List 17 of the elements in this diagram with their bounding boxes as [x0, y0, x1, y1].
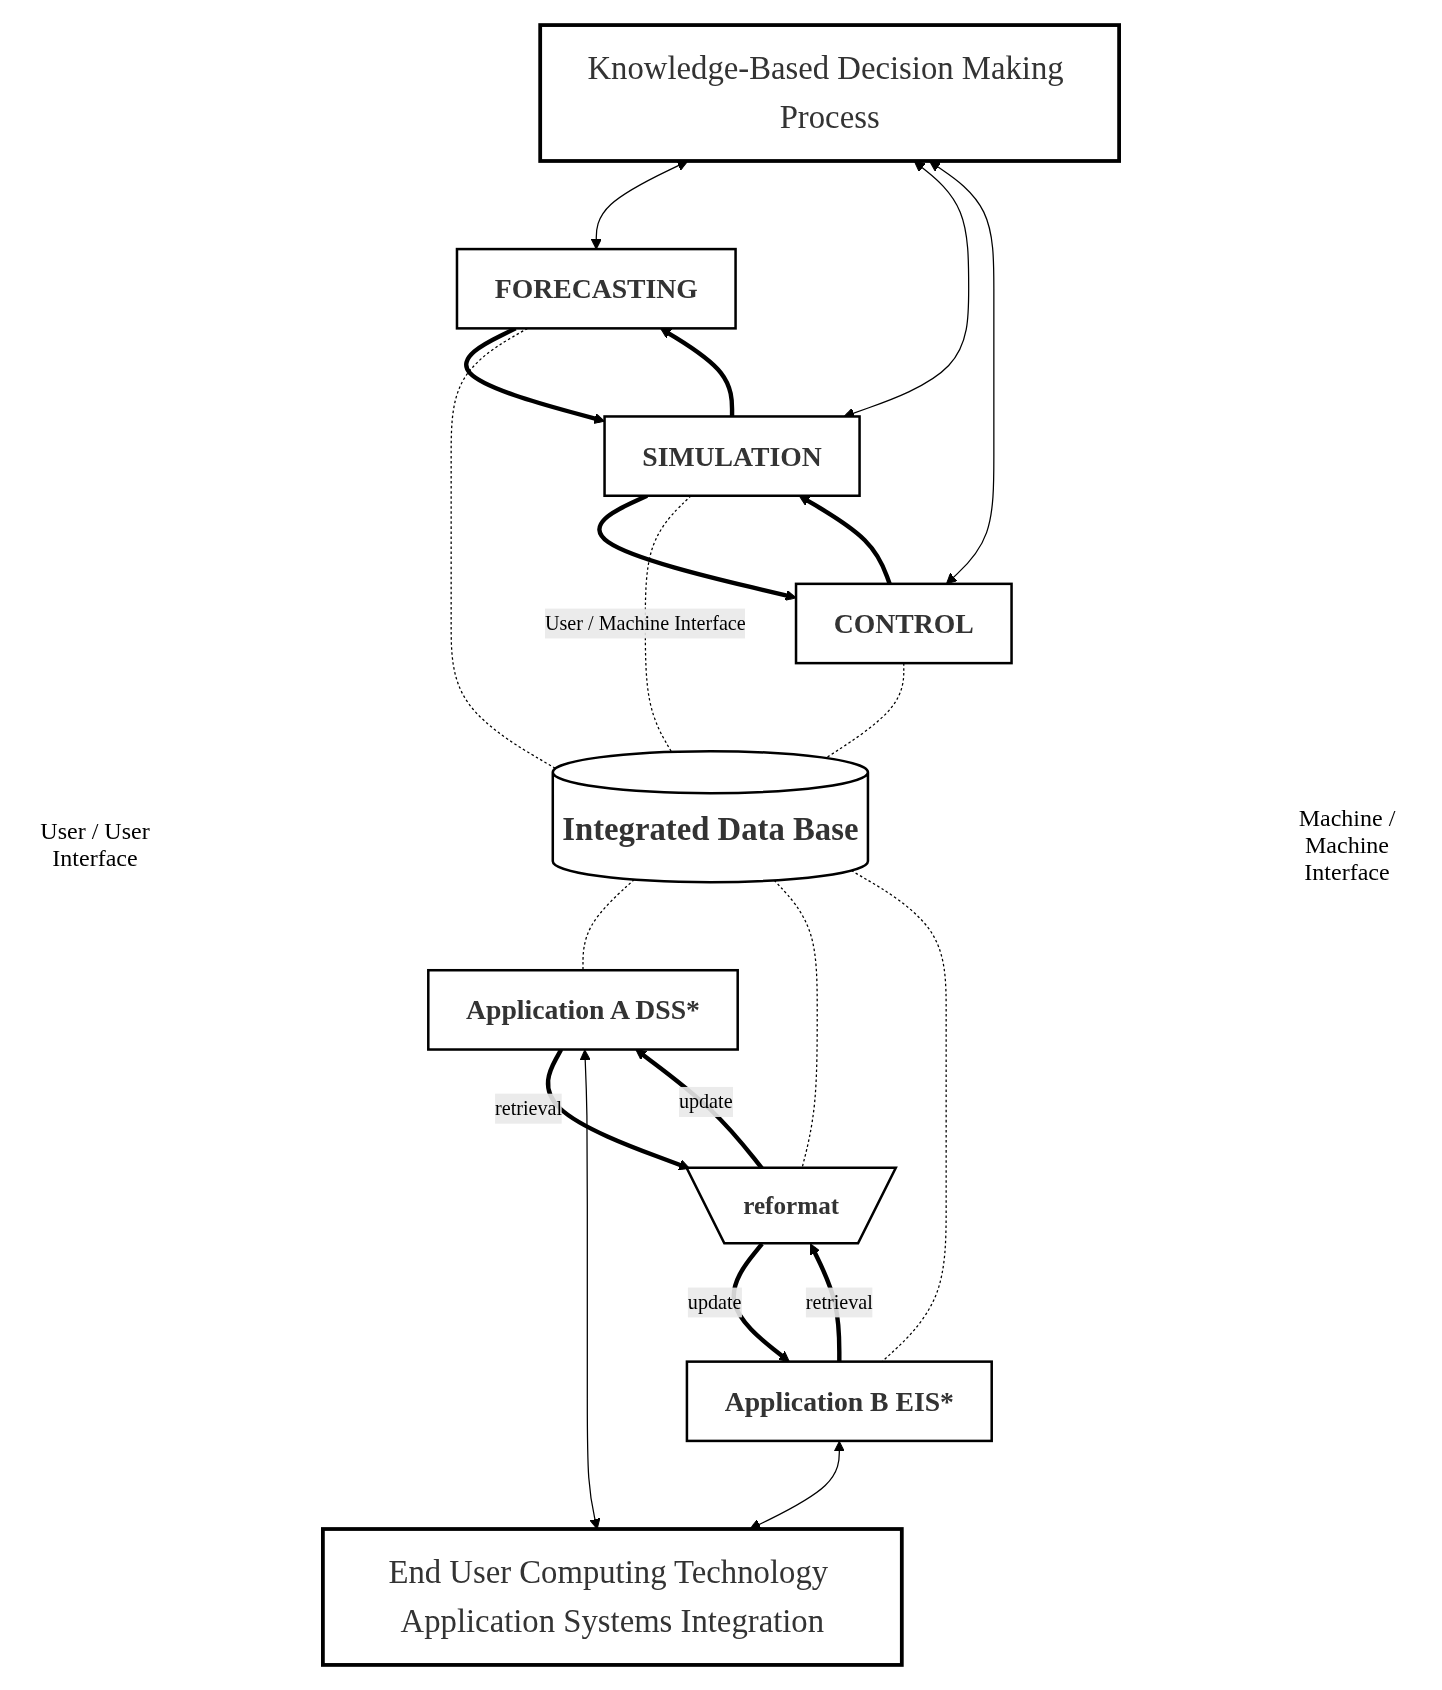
node-box: SIMULATION — [603, 415, 861, 497]
arrow — [579, 1049, 601, 1530]
edge-label: User / Machine Interface — [544, 612, 746, 634]
edge-label: update — [687, 1291, 742, 1313]
arrow — [590, 160, 689, 250]
node-box: End User Computing Technology Application Systems Integration — [321, 1527, 904, 1667]
node-box: Application A DSS* — [427, 968, 739, 1051]
edge-label: retrieval — [805, 1291, 873, 1313]
arrow — [749, 1440, 845, 1530]
interface-label: User / User Interface — [39, 818, 151, 872]
node-box: Knowledge-Based Decision Making Process — [538, 23, 1121, 163]
interface-label: Machine / Machine Interface — [1297, 804, 1397, 886]
edge-label: retrieval — [495, 1097, 563, 1119]
node-box: CONTROL — [794, 582, 1013, 665]
edge-label: update — [678, 1090, 733, 1113]
node-box: Application B EIS* — [685, 1360, 993, 1443]
node-box: FORECASTING — [455, 247, 737, 330]
